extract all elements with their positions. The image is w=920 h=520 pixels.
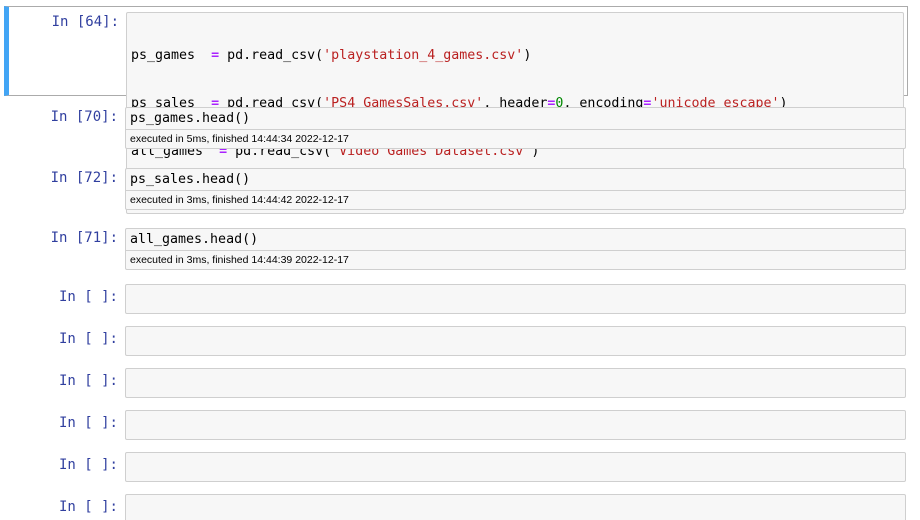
code-editor[interactable]: ps_sales.head()	[126, 169, 905, 190]
cell-input-area[interactable]	[125, 494, 906, 520]
empty-code-cell[interactable]: In [ ]:	[4, 363, 908, 403]
empty-code-cell[interactable]: In [ ]:	[4, 447, 908, 487]
input-prompt: In [ ]:	[58, 331, 118, 347]
cell-input-area[interactable]	[125, 284, 906, 314]
cell-input-area[interactable]	[125, 410, 906, 440]
empty-code-cell[interactable]: In [ ]:	[4, 321, 908, 361]
code-editor[interactable]: all_games.head()	[126, 229, 905, 250]
code-line: ps_games = pd.read_csv('playstation_4_ga…	[131, 48, 532, 63]
cell-input-area[interactable]	[125, 326, 906, 356]
input-prompt: In [70]:	[50, 109, 118, 125]
cell-input-area[interactable]	[125, 452, 906, 482]
cell-input-area[interactable]: all_games.head() executed in 3ms, finish…	[125, 228, 906, 270]
input-prompt: In [64]:	[51, 14, 119, 30]
input-prompt: In [71]:	[50, 230, 118, 246]
code-line: ps_sales.head()	[130, 172, 251, 187]
code-cell-70[interactable]: In [70]: ps_games.head() executed in 5ms…	[4, 102, 908, 152]
input-prompt: In [72]:	[50, 170, 118, 186]
cell-input-area[interactable]: ps_sales.head() executed in 3ms, finishe…	[125, 168, 906, 210]
empty-code-cell[interactable]: In [ ]:	[4, 489, 908, 520]
input-prompt: In [ ]:	[58, 415, 118, 431]
cell-input-area[interactable]: ps_games.head() executed in 5ms, finishe…	[125, 107, 906, 149]
execution-time-info: executed in 5ms, finished 14:44:34 2022-…	[126, 129, 905, 148]
code-line: ps_games.head()	[130, 111, 251, 126]
code-cell-71[interactable]: In [71]: all_games.head() executed in 3m…	[4, 223, 908, 273]
code-line: all_games.head()	[130, 232, 259, 247]
execution-time-info: executed in 3ms, finished 14:44:42 2022-…	[126, 190, 905, 209]
input-prompt: In [ ]:	[58, 289, 118, 305]
execution-time-info: executed in 3ms, finished 14:44:39 2022-…	[126, 250, 905, 269]
empty-code-cell[interactable]: In [ ]:	[4, 405, 908, 445]
code-editor[interactable]: ps_games.head()	[126, 108, 905, 129]
cell-input-area[interactable]	[125, 368, 906, 398]
empty-code-cell[interactable]: In [ ]:	[4, 279, 908, 319]
input-prompt: In [ ]:	[58, 499, 118, 515]
code-cell-72[interactable]: In [72]: ps_sales.head() executed in 3ms…	[4, 163, 908, 213]
code-cell-64[interactable]: In [64]: ps_games = pd.read_csv('playsta…	[4, 6, 908, 214]
input-prompt: In [ ]:	[58, 373, 118, 389]
input-prompt: In [ ]:	[58, 457, 118, 473]
